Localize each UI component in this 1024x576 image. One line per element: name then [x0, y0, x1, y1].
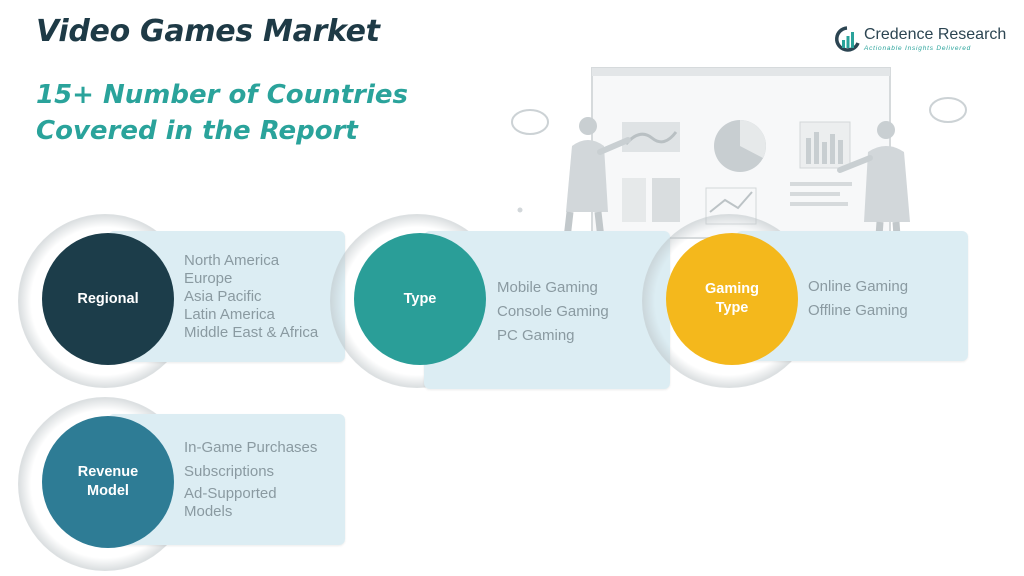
list-item: Models	[184, 503, 233, 520]
regional-items: North America Europe Asia Pacific Latin …	[184, 252, 318, 342]
list-item: Europe	[184, 270, 233, 287]
list-item: PC Gaming	[497, 327, 575, 344]
subtitle-line-1: 15+ Number of Countries	[36, 80, 408, 110]
list-item: Console Gaming	[497, 303, 609, 320]
presentation-illustration	[511, 67, 967, 251]
gaming-type-label-2: Type	[715, 300, 749, 316]
list-item: Middle East & Africa	[184, 324, 319, 341]
list-item: Subscriptions	[184, 463, 275, 480]
page-title: Video Games Market	[36, 14, 380, 49]
revenue-model-items: In-Game Purchases Subscriptions Ad-Suppo…	[184, 436, 317, 520]
page-subtitle: 15+ Number of Countries Covered in the R…	[36, 77, 408, 149]
list-item: Offline Gaming	[808, 302, 908, 319]
gaming-type-items: Online Gaming Offline Gaming	[808, 275, 908, 323]
list-item: Ad-Supported	[184, 485, 277, 502]
regional-circle: Regional	[42, 233, 174, 365]
logo-mark-icon	[835, 26, 860, 52]
type-items: Mobile Gaming Console Gaming PC Gaming	[497, 276, 609, 348]
list-item: Asia Pacific	[184, 288, 262, 305]
list-item: Online Gaming	[808, 278, 909, 295]
type-label: Type	[403, 290, 437, 307]
list-item: Latin America	[184, 306, 275, 323]
revenue-model-label-1: Revenue	[77, 464, 139, 480]
gaming-type-label-1: Gaming	[705, 281, 759, 297]
logo-name: Credence Research	[864, 26, 1007, 43]
type-circle: Type	[354, 233, 486, 365]
regional-label: Regional	[77, 290, 139, 307]
logo-tagline: Actionable Insights Delivered	[864, 45, 972, 52]
list-item: In-Game Purchases	[184, 439, 318, 456]
revenue-model-label-2: Model	[87, 483, 129, 499]
subtitle-line-2: Covered in the Report	[36, 116, 358, 146]
brand-logo: Credence Research Actionable Insights De…	[834, 26, 1007, 56]
list-item: Mobile Gaming	[497, 279, 598, 296]
list-item: North America	[184, 252, 280, 269]
